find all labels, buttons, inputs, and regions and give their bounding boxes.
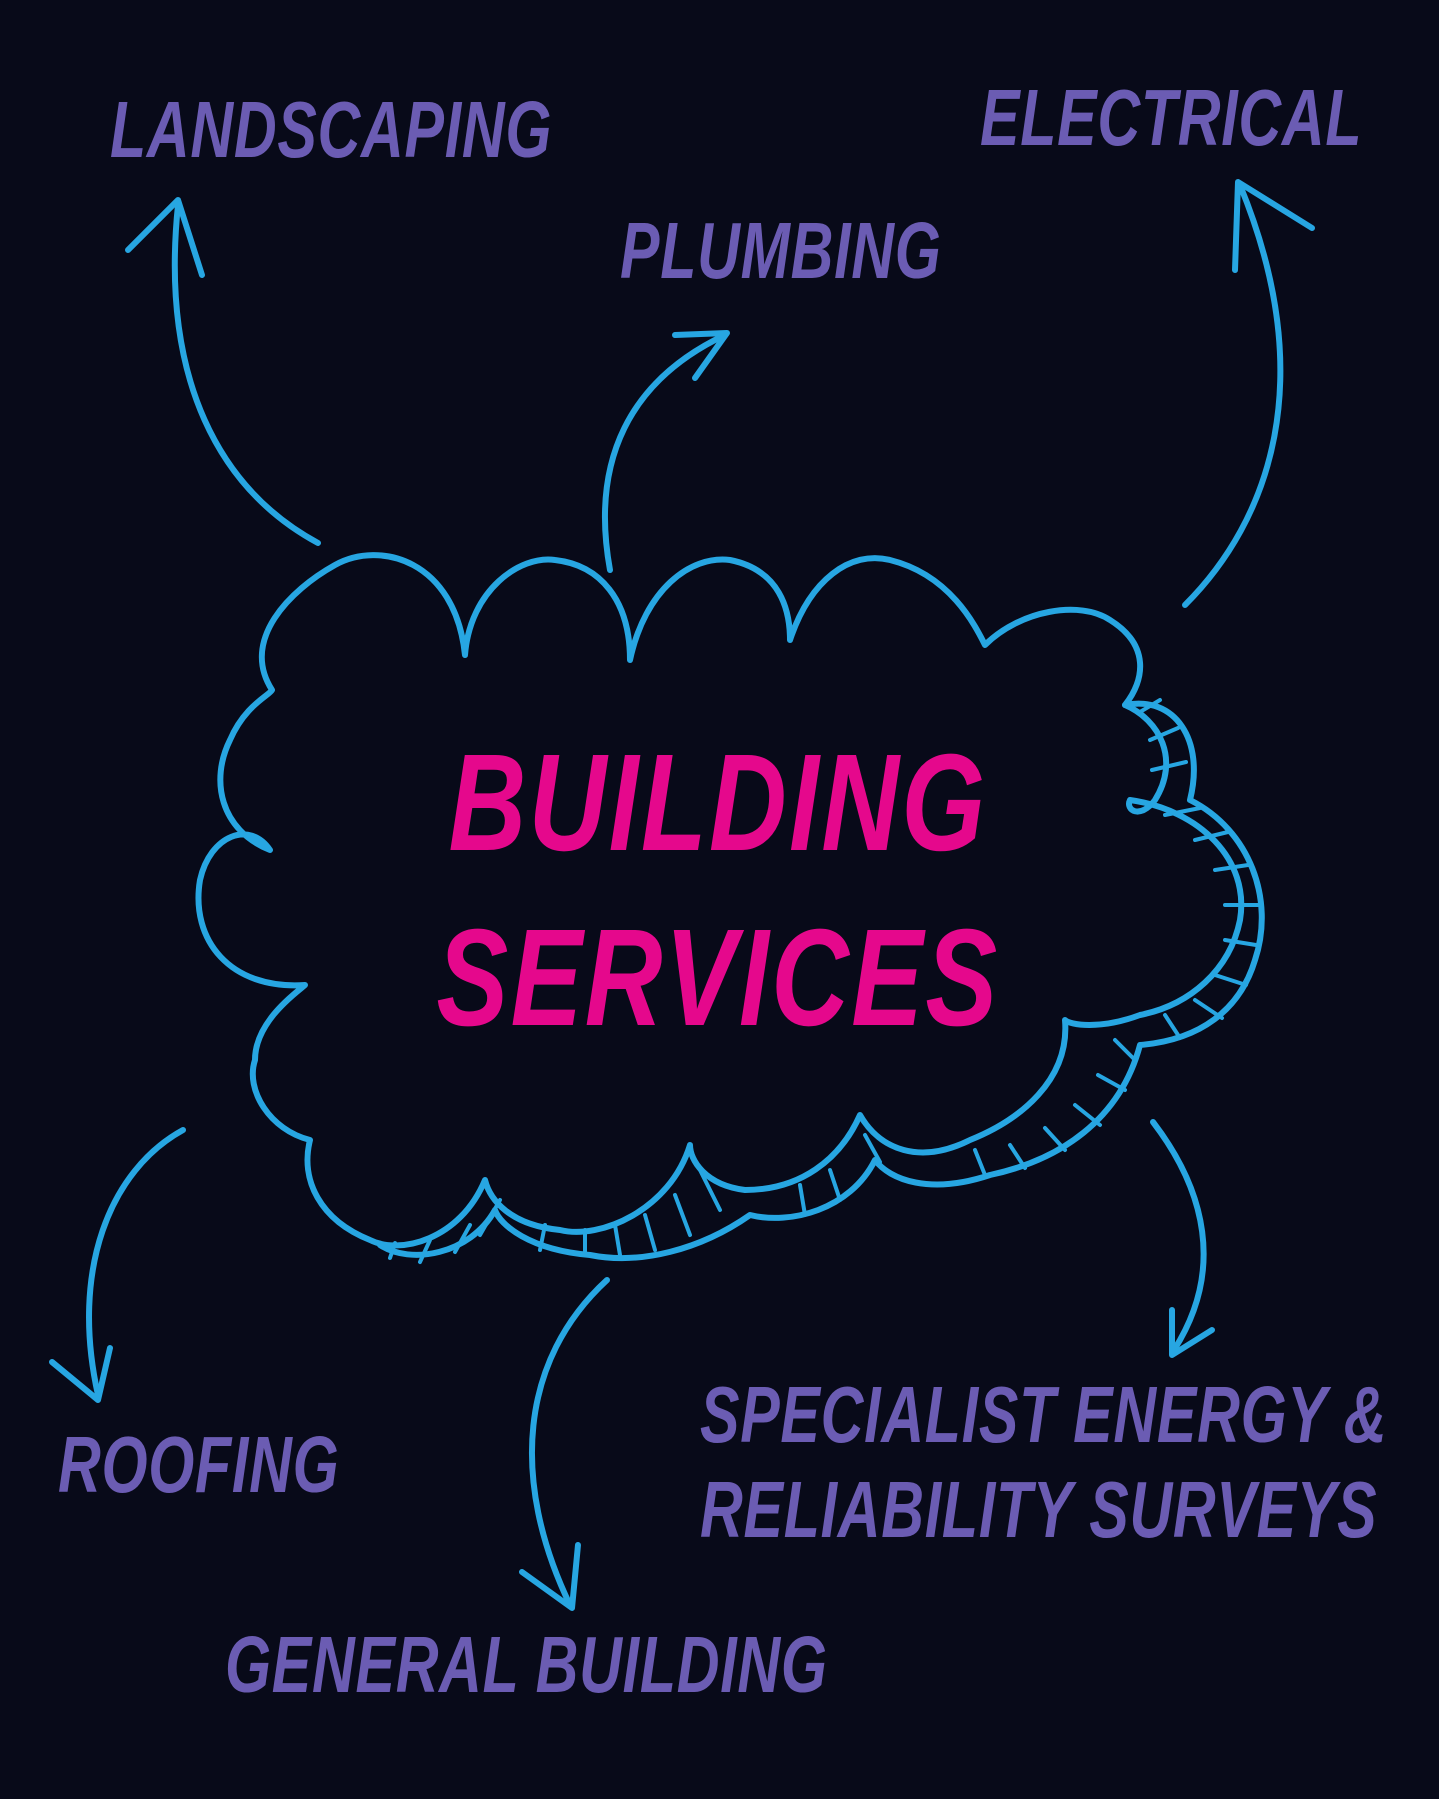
- cloud-depth-outline: [377, 700, 1265, 1262]
- label-electrical: ELECTRICAL: [980, 72, 1362, 162]
- label-plumbing: PLUMBING: [620, 205, 942, 295]
- label-general-building: GENERAL BUILDING: [225, 1619, 828, 1709]
- arrow-to-specialist-surveys: [1150, 1119, 1215, 1358]
- central-cloud: [195, 552, 1265, 1264]
- center-title-line1: BUILDING: [449, 726, 988, 880]
- cloud-outline: [195, 552, 1245, 1249]
- label-specialist-line1: SPECIALIST ENERGY &: [700, 1369, 1387, 1459]
- label-specialist-line2: RELIABILITY SURVEYS: [700, 1464, 1377, 1554]
- cloud-hatching: [388, 698, 1260, 1264]
- label-roofing: ROOFING: [58, 1419, 339, 1509]
- arrow-to-general-building: [519, 1277, 610, 1611]
- arrow-to-plumbing: [601, 330, 730, 573]
- arrow-to-landscaping: [125, 197, 321, 546]
- center-title-line2: SERVICES: [436, 901, 999, 1055]
- arrow-to-electrical: [1182, 179, 1315, 608]
- arrow-to-roofing: [49, 1127, 186, 1403]
- label-landscaping: LANDSCAPING: [110, 84, 552, 174]
